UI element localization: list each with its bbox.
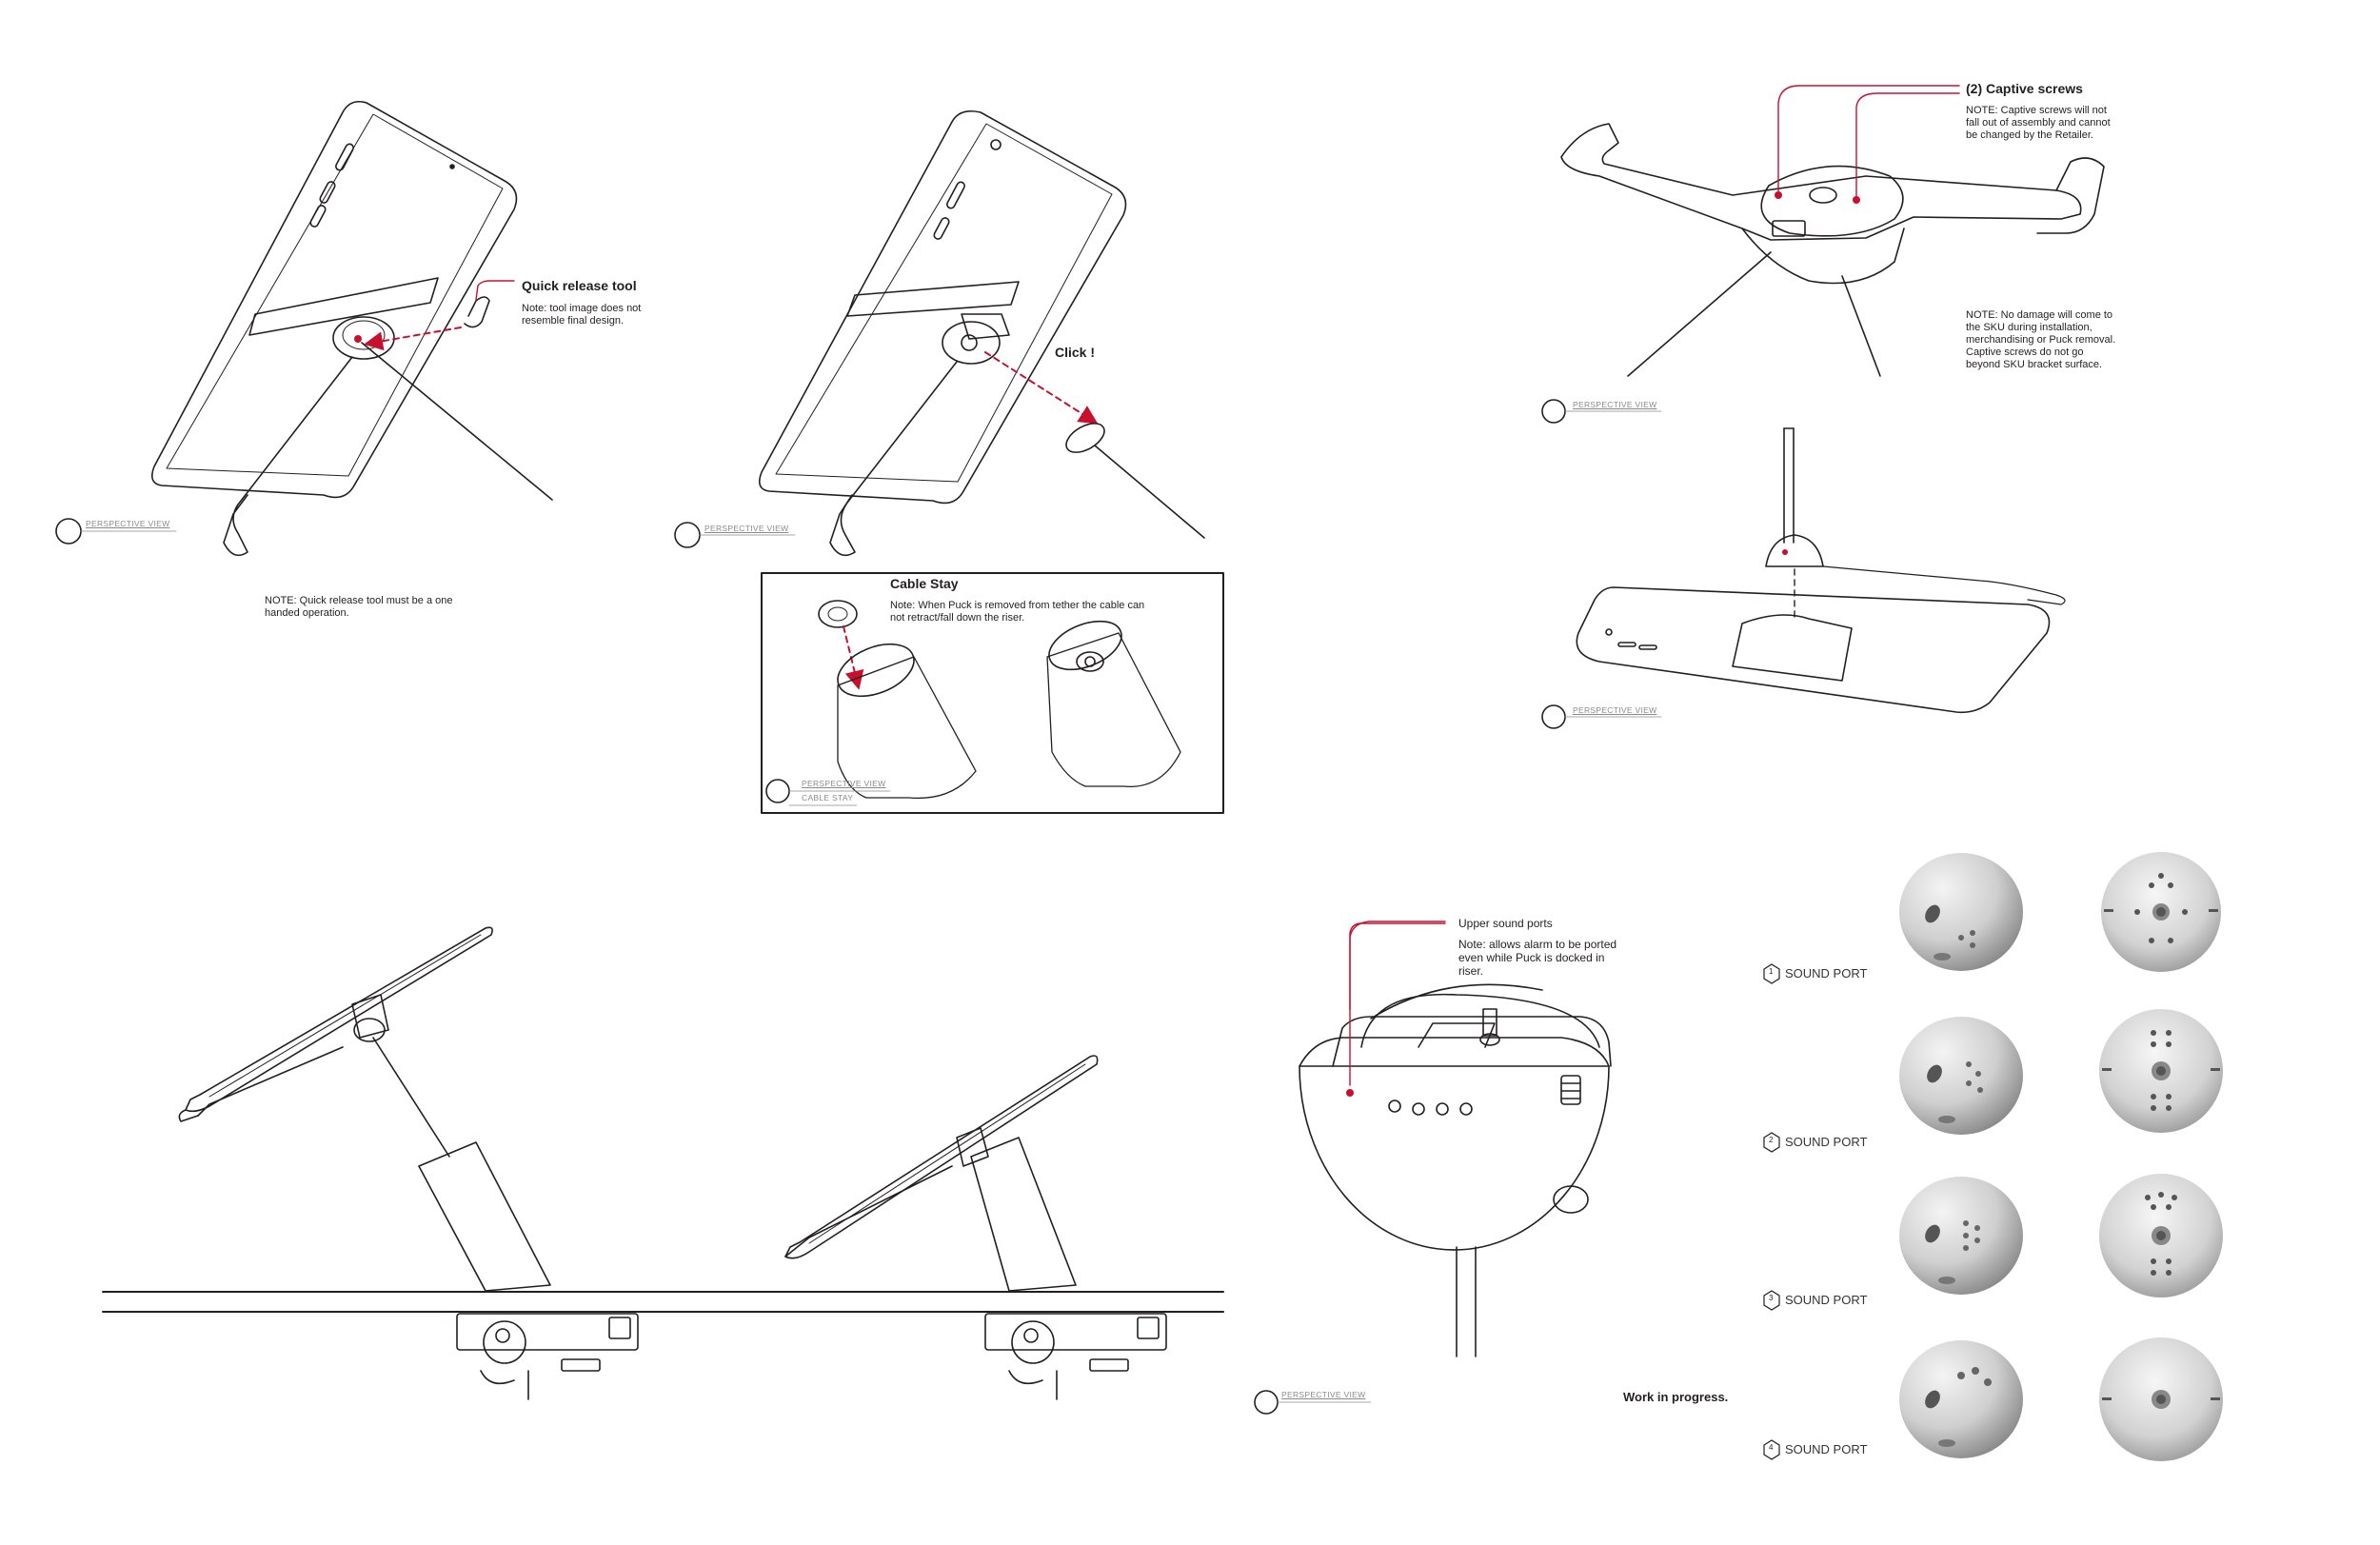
sound-port-spheres	[1899, 852, 2223, 1461]
one-hand-note: NOTE: Quick release tool must be a one h…	[265, 595, 453, 619]
sound-port-label-1: SOUND PORT	[1785, 966, 1868, 980]
click-label: Click !	[1055, 345, 1096, 360]
view-label-cable-stay-perspective: PERSPECTIVE VIEW	[802, 779, 886, 788]
view-captive-screws	[1541, 85, 2105, 424]
sound-port-3-top	[2099, 1174, 2223, 1297]
sound-port-4-top	[2099, 1337, 2223, 1461]
upper-sound-ports-title: Upper sound ports	[1458, 917, 1553, 930]
cable-stay-panel	[761, 572, 1224, 814]
sound-port-number-1: 1	[1769, 967, 1774, 976]
sound-port-3-side	[1899, 1177, 2023, 1295]
view-puck-dome	[1254, 921, 1612, 1415]
captive-screws-note: NOTE: Captive screws will not fall out o…	[1966, 105, 2111, 141]
quick-release-note: Note: tool image does not resemble final…	[522, 303, 642, 327]
sound-port-number-4: 4	[1769, 1443, 1774, 1452]
captive-screws-title: (2) Captive screws	[1966, 81, 2083, 96]
upper-sound-ports-note: Note: allows alarm to be ported even whi…	[1458, 938, 1617, 978]
view-marker-2	[674, 522, 701, 548]
sound-port-2-side	[1899, 1017, 2023, 1135]
sound-port-4-side	[1899, 1340, 2023, 1458]
view-label-cable-stay: CABLE STAY	[802, 793, 854, 802]
cable-stay-title: Cable Stay	[890, 576, 959, 591]
under-counter-lock-right	[984, 1313, 1167, 1400]
quick-release-title: Quick release tool	[522, 278, 637, 293]
view-quick-release	[151, 100, 553, 557]
under-counter-lock-left	[456, 1313, 639, 1400]
view-label-4: PERSPECTIVE VIEW	[1573, 705, 1657, 715]
view-click	[759, 109, 1205, 557]
cable-stay-note: Note: When Puck is removed from tether t…	[890, 600, 1145, 624]
view-marker-1	[55, 518, 82, 545]
work-in-progress: Work in progress.	[1623, 1390, 1729, 1404]
sound-port-2-top	[2099, 1009, 2223, 1133]
view-label-2: PERSPECTIVE VIEW	[704, 524, 789, 533]
view-label-1: PERSPECTIVE VIEW	[86, 519, 170, 528]
sound-port-label-3: SOUND PORT	[1785, 1293, 1868, 1307]
view-puck-docking	[1541, 427, 2066, 729]
sound-port-number-3: 3	[1769, 1294, 1774, 1302]
sound-port-number-2: 2	[1769, 1136, 1774, 1144]
sound-port-1-top	[2101, 852, 2221, 972]
view-counter-install	[102, 926, 1224, 1400]
sound-port-label-2: SOUND PORT	[1785, 1135, 1868, 1149]
no-damage-note: NOTE: No damage will come to the SKU dur…	[1966, 309, 2116, 370]
view-label-3: PERSPECTIVE VIEW	[1573, 400, 1657, 409]
sound-port-1-side	[1899, 853, 2023, 971]
view-label-6: PERSPECTIVE VIEW	[1281, 1390, 1366, 1399]
sound-port-label-4: SOUND PORT	[1785, 1442, 1868, 1456]
sound-port-markers	[1763, 963, 1780, 1460]
